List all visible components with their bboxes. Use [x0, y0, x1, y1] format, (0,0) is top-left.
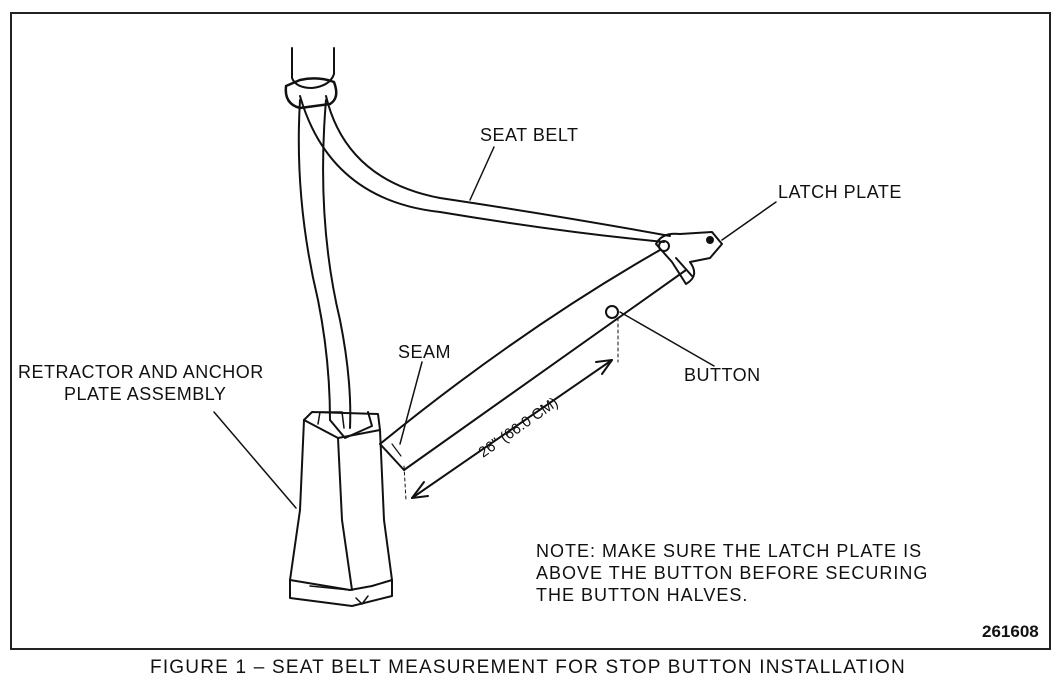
retractor-assembly	[289, 411, 393, 607]
d-ring-mount	[284, 47, 338, 110]
vertical-belt	[297, 99, 373, 439]
latch-plate	[655, 231, 723, 285]
figure-number: 261608	[982, 622, 1039, 641]
note-line-2: ABOVE THE BUTTON BEFORE SECURING	[536, 563, 929, 583]
retractor-label-line2: PLATE ASSEMBLY	[64, 384, 227, 404]
leader-latch-plate	[721, 201, 777, 241]
seam-label: SEAM	[398, 342, 452, 362]
latch-plate-label: LATCH PLATE	[778, 182, 902, 202]
retractor-label-line1: RETRACTOR AND ANCHOR	[18, 362, 264, 382]
figure-frame	[10, 12, 1051, 650]
dimension-text: 26" (66.0 CM)	[476, 394, 562, 461]
leader-seam	[399, 361, 423, 445]
note-line-3: THE BUTTON HALVES.	[536, 585, 749, 605]
leader-button	[619, 311, 715, 367]
figure-caption: FIGURE 1 – SEAT BELT MEASUREMENT FOR STO…	[150, 657, 906, 678]
shoulder-belt	[299, 95, 671, 243]
note-line-1: NOTE: MAKE SURE THE LATCH PLATE IS	[536, 541, 923, 561]
seat-belt-label: SEAT BELT	[480, 125, 579, 145]
stop-button	[605, 305, 619, 319]
leader-retractor	[213, 411, 297, 509]
button-label: BUTTON	[684, 365, 761, 385]
dimension-line	[403, 317, 619, 501]
leader-seat-belt	[469, 146, 495, 201]
lap-belt	[379, 249, 687, 471]
installation-note: NOTE: MAKE SURE THE LATCH PLATE IS ABOVE…	[536, 540, 928, 606]
leader-lines	[213, 146, 777, 509]
